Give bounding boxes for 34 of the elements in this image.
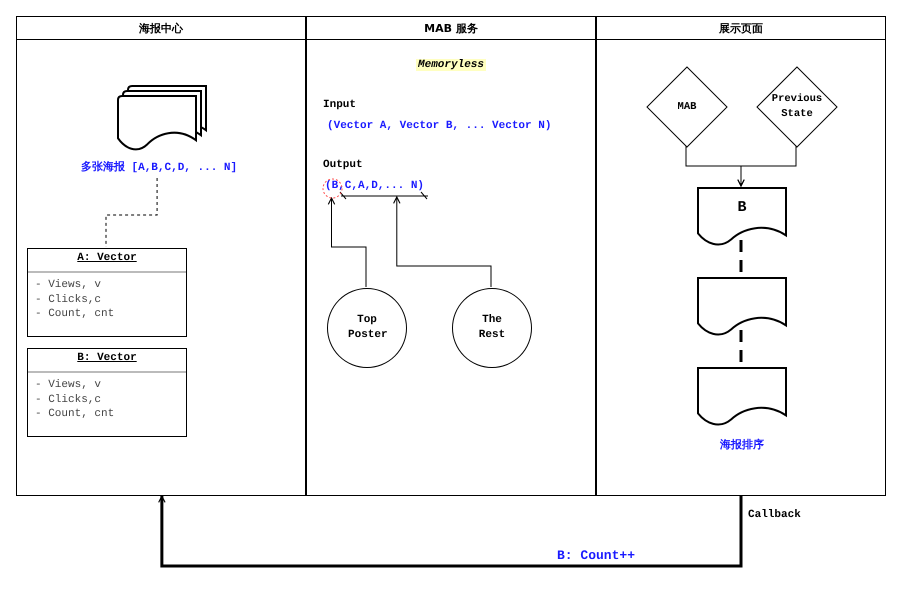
- circle-node: [452, 288, 532, 368]
- attribute-item: - Clicks,c: [35, 394, 102, 406]
- arrow: [737, 146, 796, 187]
- circle-node: [327, 288, 407, 368]
- callback-label: Callback: [748, 509, 801, 521]
- node-label: 多张海报 [A,B,C,D, ... N]: [80, 160, 238, 174]
- node-label: Previous State: [770, 92, 824, 122]
- node-label: Top Poster: [348, 313, 386, 343]
- class-name: A: Vector: [76, 252, 138, 264]
- attribute-item: - Clicks,c: [35, 294, 102, 306]
- node-label: The Rest: [478, 313, 506, 343]
- lane-header: 展示页面: [718, 21, 764, 36]
- title-label: Memoryless: [416, 59, 486, 71]
- attribute-item: - Views, v: [35, 379, 102, 391]
- arrow: [158, 495, 742, 568]
- attribute-item: - Views, v: [35, 279, 102, 291]
- section-label: Output: [323, 159, 363, 171]
- attribute-item: - Count, cnt: [35, 308, 114, 320]
- section-label: Input: [323, 99, 356, 111]
- class-box: [27, 248, 187, 337]
- lane-header: MAB 服务: [423, 21, 479, 36]
- node-label: MAB: [676, 100, 698, 115]
- node-label: B: [736, 199, 748, 216]
- node-label: 海报排序: [719, 437, 765, 452]
- class-box: [27, 348, 187, 437]
- swimlane: [16, 16, 306, 496]
- class-name: B: Vector: [76, 352, 138, 364]
- attribute-item: - Count, cnt: [35, 408, 114, 420]
- output-sequence: (B,C,A,D,... N): [325, 180, 424, 192]
- arrow: [328, 197, 366, 288]
- swimlane: [596, 16, 886, 496]
- input-vectors: (Vector A, Vector B, ... Vector N): [327, 120, 552, 132]
- lane-header: 海报中心: [138, 21, 184, 36]
- arrow: [393, 196, 492, 288]
